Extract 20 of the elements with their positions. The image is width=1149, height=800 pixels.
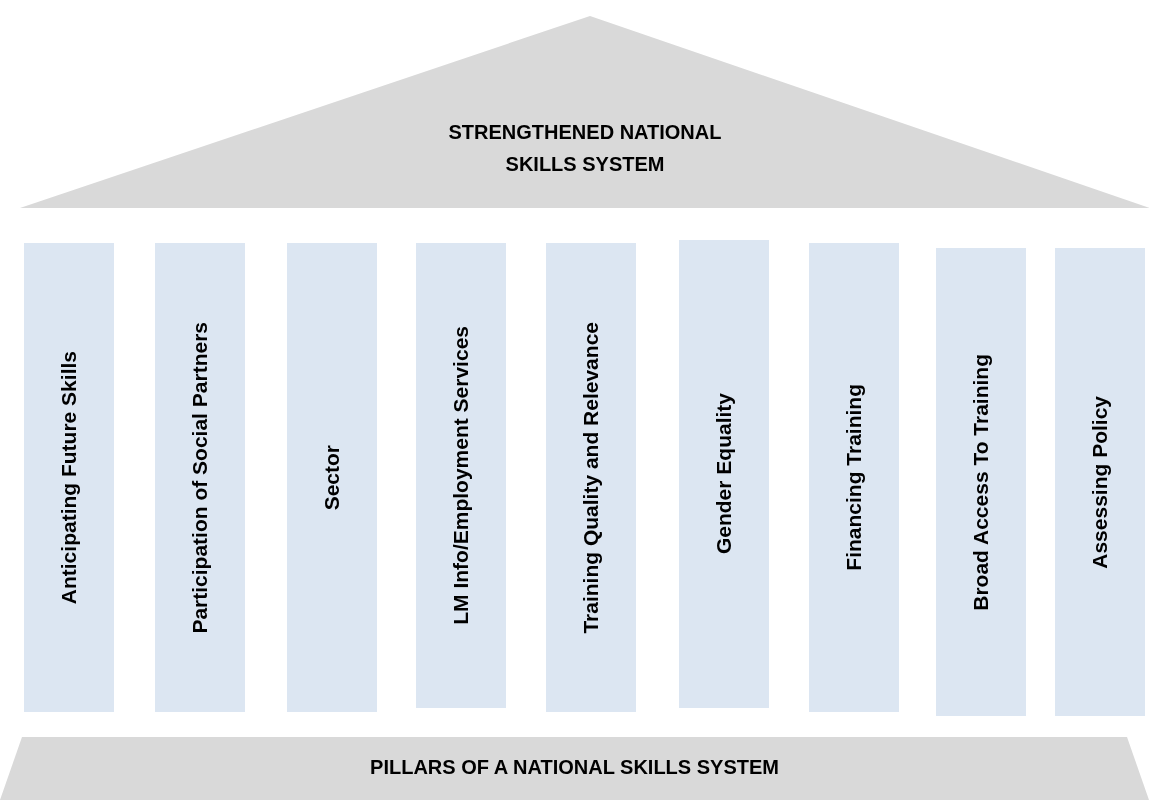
pillar bbox=[546, 243, 636, 712]
pillar bbox=[24, 243, 114, 712]
pillar-label: Financing Training bbox=[842, 384, 866, 571]
base-title: PILLARS OF A NATIONAL SKILLS SYSTEM bbox=[370, 755, 779, 780]
pillar bbox=[416, 243, 506, 708]
pillar-label: Gender Equality bbox=[712, 393, 736, 555]
pillar bbox=[155, 243, 245, 712]
pillar bbox=[287, 243, 377, 712]
pillar-label: Participation of Social Partners bbox=[188, 321, 212, 634]
roof-title: STRENGTHENED NATIONAL SKILLS SYSTEM bbox=[447, 120, 723, 177]
pillar-label: Anticipating Future Skills bbox=[57, 350, 81, 605]
pillar bbox=[1055, 248, 1145, 716]
pillar bbox=[936, 248, 1026, 716]
pillar-label: Assessing Policy bbox=[1088, 395, 1112, 569]
pillar-label: LM Info/Employment Services bbox=[449, 326, 473, 625]
pillar-label: Training Quality and Relevance bbox=[579, 321, 603, 634]
pillar-label: Sector bbox=[320, 444, 344, 511]
pillar bbox=[809, 243, 899, 712]
pillar bbox=[679, 240, 769, 708]
pillar-label: Broad Access To Training bbox=[969, 353, 993, 611]
